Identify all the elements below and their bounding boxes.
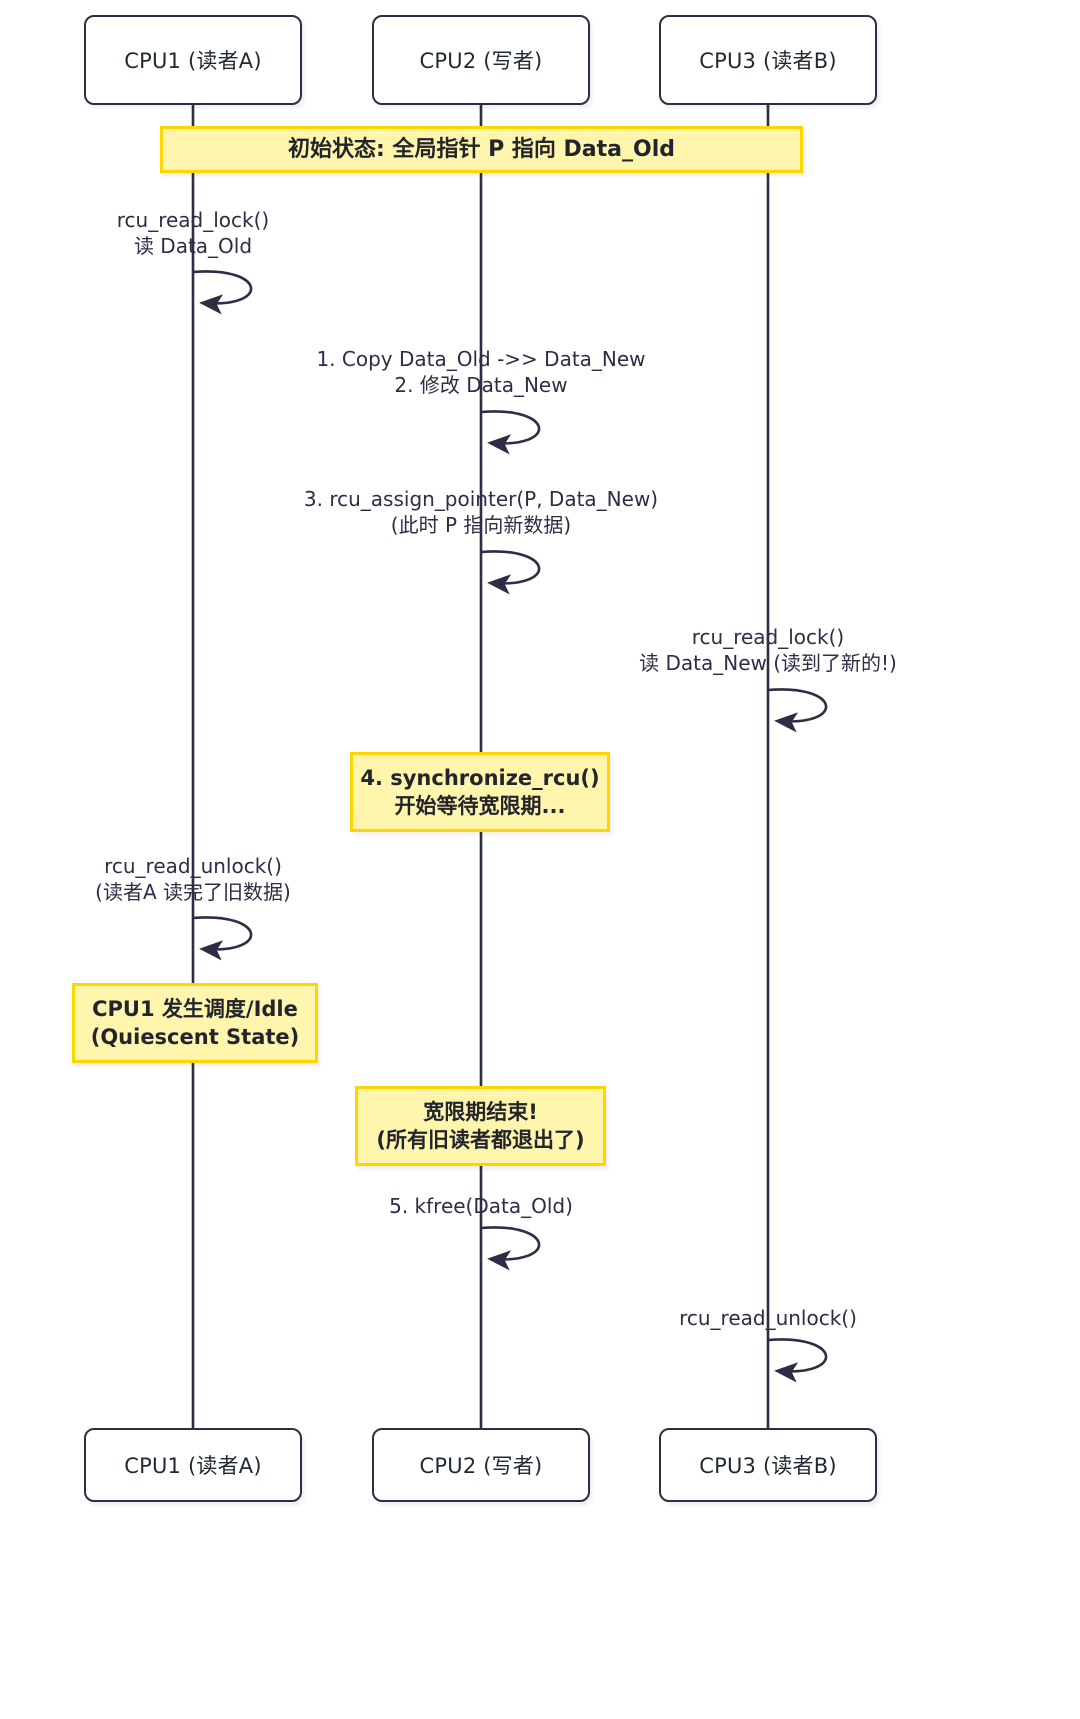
message-label-m1-line-2: 读 Data_Old: [133, 233, 253, 258]
actor-top-cpu3[interactable]: CPU3 (读者B): [659, 15, 877, 105]
message-label-m4: rcu_read_lock() 读 Data_New (读到了新的!): [468, 625, 1068, 676]
actor-top-cpu1-label: CPU1 (读者A): [124, 49, 262, 73]
message-label-m2-line-1: 1. Copy Data_Old ->> Data_New: [316, 347, 646, 371]
actor-bottom-cpu2-label: CPU2 (写者): [419, 1454, 543, 1478]
actor-bottom-cpu1[interactable]: CPU1 (读者A): [84, 1428, 302, 1502]
actor-top-cpu2-label: CPU2 (写者): [419, 49, 543, 73]
note-quiescent-state-line-1: CPU1 发生调度/Idle: [92, 996, 298, 1021]
self-loop-m4: [767, 688, 828, 733]
note-quiescent-state: CPU1 发生调度/Idle (Quiescent State): [72, 983, 318, 1063]
message-label-m5: rcu_read_unlock() (读者A 读完了旧数据): [0, 854, 423, 905]
message-label-m3-line-2: (此时 P 指向新数据): [390, 512, 572, 537]
self-loop-m6: [480, 1226, 541, 1271]
self-loop-m2: [480, 410, 541, 455]
actor-bottom-cpu3[interactable]: CPU3 (读者B): [659, 1428, 877, 1502]
actor-bottom-cpu2[interactable]: CPU2 (写者): [372, 1428, 590, 1502]
message-label-m4-line-2: 读 Data_New (读到了新的!): [639, 650, 897, 675]
self-loop-m1: [192, 270, 253, 315]
note-grace-period-end-line-1: 宽限期结束!: [423, 1099, 538, 1124]
note-initial-state-line-1: 初始状态: 全局指针 P 指向 Data_Old: [287, 136, 676, 162]
message-label-m2: 1. Copy Data_Old ->> Data_New 2. 修改 Data…: [221, 347, 741, 398]
note-synchronize-rcu-line-1: 4. synchronize_rcu(): [360, 765, 600, 790]
message-label-m5-line-2: (读者A 读完了旧数据): [95, 879, 291, 904]
message-label-m7-line-1: rcu_read_unlock(): [679, 1306, 857, 1330]
actor-bottom-cpu3-label: CPU3 (读者B): [699, 1454, 837, 1478]
message-label-m6: 5. kfree(Data_Old): [271, 1194, 691, 1220]
message-label-m1-line-1: rcu_read_lock(): [116, 208, 270, 232]
actor-top-cpu2[interactable]: CPU2 (写者): [372, 15, 590, 105]
note-synchronize-rcu: 4. synchronize_rcu() 开始等待宽限期...: [350, 752, 610, 832]
message-label-m2-line-2: 2. 修改 Data_New: [394, 372, 568, 397]
message-label-m1: rcu_read_lock() 读 Data_Old: [13, 208, 373, 259]
message-label-m6-line-1: 5. kfree(Data_Old): [389, 1194, 573, 1218]
note-synchronize-rcu-line-2: 开始等待宽限期...: [394, 794, 566, 818]
actor-top-cpu3-label: CPU3 (读者B): [699, 49, 837, 73]
message-label-m3: 3. rcu_assign_pointer(P, Data_New) (此时 P…: [211, 487, 751, 538]
self-loop-m3: [480, 550, 541, 595]
self-loop-m5: [192, 916, 253, 961]
message-label-m3-line-1: 3. rcu_assign_pointer(P, Data_New): [303, 487, 659, 511]
message-label-m5-line-1: rcu_read_unlock(): [104, 854, 282, 878]
message-label-m7: rcu_read_unlock(): [558, 1306, 978, 1332]
note-grace-period-end: 宽限期结束! (所有旧读者都退出了): [355, 1086, 606, 1166]
actor-bottom-cpu1-label: CPU1 (读者A): [124, 1454, 262, 1478]
note-initial-state: 初始状态: 全局指针 P 指向 Data_Old: [160, 126, 803, 173]
note-grace-period-end-line-2: (所有旧读者都退出了): [376, 1128, 585, 1152]
actor-top-cpu1[interactable]: CPU1 (读者A): [84, 15, 302, 105]
self-loop-m7: [767, 1338, 828, 1383]
message-label-m4-line-1: rcu_read_lock(): [691, 625, 845, 649]
note-quiescent-state-line-2: (Quiescent State): [90, 1025, 300, 1049]
